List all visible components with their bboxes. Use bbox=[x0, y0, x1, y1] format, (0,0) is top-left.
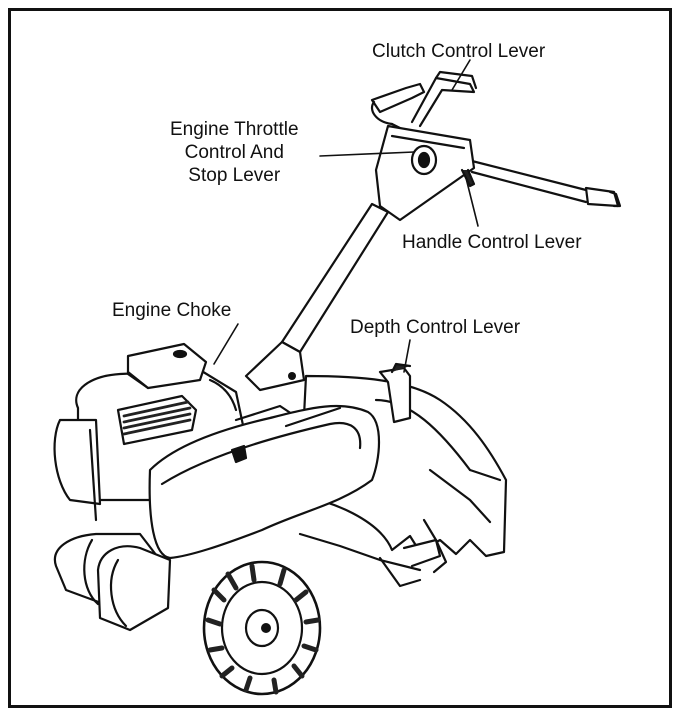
choke-leader bbox=[214, 324, 238, 364]
engine-throttle-label: Engine Throttle Control And Stop Lever bbox=[170, 118, 299, 187]
clutch-control-lever-label: Clutch Control Lever bbox=[372, 40, 545, 63]
clutch-lever bbox=[412, 72, 476, 126]
engine-throttle-label-line2: Control And bbox=[170, 141, 299, 164]
handle-shaft bbox=[246, 204, 388, 390]
engine-choke-label: Engine Choke bbox=[112, 299, 231, 322]
handle-housing bbox=[376, 126, 474, 220]
depth-leader bbox=[404, 340, 410, 372]
engine-throttle-label-line3: Stop Lever bbox=[170, 164, 299, 187]
depth-control-lever-label: Depth Control Lever bbox=[350, 316, 520, 339]
wheel bbox=[204, 562, 320, 694]
handle-control-lever-label: Handle Control Lever bbox=[402, 231, 582, 254]
engine-throttle-label-line1: Engine Throttle bbox=[170, 118, 299, 141]
